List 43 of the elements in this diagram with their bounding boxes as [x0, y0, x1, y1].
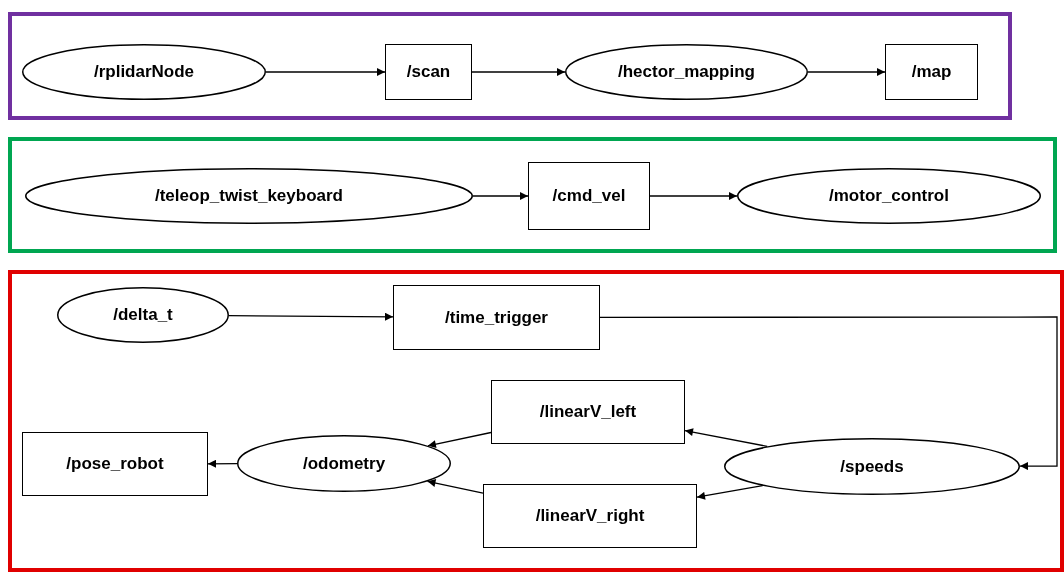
node-ellipse: [237, 435, 451, 492]
node-label: /time_trigger: [445, 307, 548, 328]
topic-box: [528, 162, 650, 230]
node-label: /map: [911, 62, 952, 82]
node-ellipse: [22, 44, 266, 100]
arrow: [599, 316, 1058, 471]
node-label: /speeds: [840, 456, 904, 477]
node-label: /cmd_vel: [552, 186, 626, 206]
group-frame: [8, 137, 1057, 253]
arrow: [426, 479, 484, 494]
topic-box: [22, 432, 208, 496]
topic-box: [393, 285, 600, 350]
topic-box: [885, 44, 978, 100]
arrow: [684, 428, 768, 448]
node-label: /scan: [406, 62, 451, 82]
node-label: /odometry: [302, 453, 386, 474]
node-ellipse: [57, 287, 229, 343]
arrow: [649, 192, 738, 200]
node-ellipse: [565, 44, 808, 100]
node-label: /linearV_right: [535, 506, 645, 526]
arrow: [472, 192, 529, 200]
arrow: [807, 68, 886, 76]
node-label: /rplidarNode: [93, 62, 195, 82]
arrow: [265, 68, 386, 76]
node-ellipse: [724, 438, 1020, 495]
node-label: /delta_t: [113, 305, 173, 325]
node-ellipse: [737, 168, 1041, 224]
arrow: [696, 485, 764, 500]
node-label: /teleop_twist_keyboard: [155, 186, 343, 206]
node-ellipse: [25, 168, 473, 224]
arrow: [228, 312, 394, 321]
topic-box: [385, 44, 472, 100]
arrow: [471, 68, 566, 76]
topic-box: [483, 484, 697, 548]
arrow: [207, 459, 238, 468]
arrow: [427, 431, 492, 449]
group-frame: [8, 12, 1012, 120]
group-frame: [8, 270, 1064, 572]
node-label: /hector_mapping: [618, 62, 755, 82]
topic-box: [491, 380, 685, 444]
node-label: /pose_robot: [66, 454, 164, 474]
node-label: /linearV_left: [539, 402, 637, 422]
node-label: /motor_control: [829, 186, 949, 206]
